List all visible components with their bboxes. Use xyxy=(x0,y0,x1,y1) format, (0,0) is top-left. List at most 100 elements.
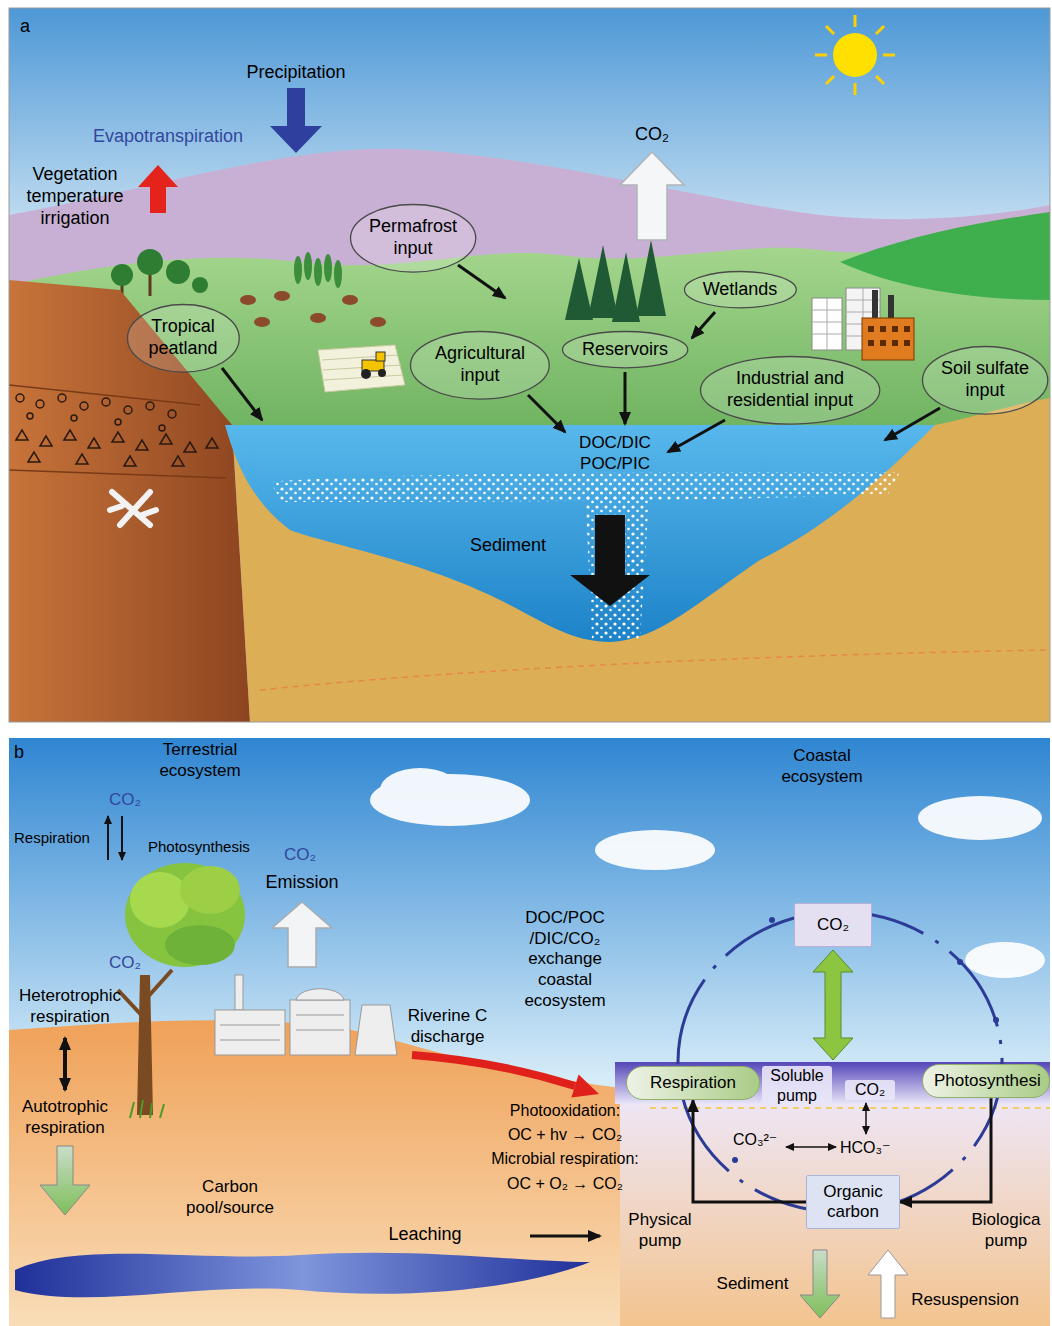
sediment-arrow-b xyxy=(800,1250,840,1318)
tree xyxy=(180,866,240,914)
loop-dots xyxy=(732,1157,738,1163)
sun xyxy=(815,54,827,57)
node-label: Photosynthesi xyxy=(934,1071,1038,1091)
ellipse-outline xyxy=(562,332,687,368)
tractor xyxy=(378,369,386,377)
carbon-cycle-loop xyxy=(678,912,1002,1212)
power-plant xyxy=(296,989,344,1000)
sun xyxy=(854,83,857,95)
panel-b-scene xyxy=(9,738,1050,1326)
rock-layers xyxy=(58,394,66,402)
buildings xyxy=(868,326,910,346)
text-label: CO₃²⁻ xyxy=(733,1130,783,1150)
co2-release-arrow xyxy=(620,152,684,240)
ellipse-outline xyxy=(411,331,550,399)
input-ellipse: Industrial and residential input xyxy=(699,355,881,426)
process-pill: Photosynthesi xyxy=(922,1064,1050,1098)
conifers xyxy=(588,245,618,318)
field xyxy=(322,355,403,380)
ellipse-outline xyxy=(700,356,879,424)
text-label: Sediment xyxy=(705,1274,800,1295)
node-label: Respiration xyxy=(638,1073,748,1093)
process-pill: Respiration xyxy=(626,1066,760,1100)
text-label: DOC/DIC POC/PIC xyxy=(555,433,675,474)
rock-layers xyxy=(16,430,28,440)
sea-surface xyxy=(615,1062,1050,1104)
sun xyxy=(883,54,895,57)
conifers xyxy=(612,252,640,322)
text-label: Microbial respiration: xyxy=(460,1149,670,1169)
text-label: OC + O₂ → CO₂ xyxy=(470,1174,660,1194)
tree xyxy=(165,925,235,965)
buildings xyxy=(904,340,910,346)
carbon-pool-arrow xyxy=(40,1146,90,1215)
buildings xyxy=(868,340,874,346)
rock-layers xyxy=(124,456,136,466)
peatland-trees xyxy=(137,249,163,275)
edge-label: Physical pump xyxy=(620,1210,700,1251)
poplars xyxy=(294,252,342,288)
sediment-arrow xyxy=(595,515,625,575)
text-label: Resuspension xyxy=(895,1290,1035,1311)
rock-layers xyxy=(172,456,184,466)
rock-layers xyxy=(9,470,226,478)
lake-water xyxy=(225,425,935,642)
panel-b-scene xyxy=(9,738,1050,1326)
air-sea-exchange-arrow xyxy=(813,950,853,1060)
tree xyxy=(130,872,190,928)
rock-layers xyxy=(40,436,52,446)
text-label: HCO₃⁻ xyxy=(840,1138,900,1158)
bone xyxy=(142,510,156,515)
input-arrows xyxy=(692,312,715,338)
power-plant xyxy=(220,1015,344,1040)
clouds xyxy=(380,768,460,812)
sediment-arrow xyxy=(570,515,650,606)
clouds xyxy=(918,796,1042,840)
tree xyxy=(125,863,245,967)
buildings xyxy=(904,326,910,332)
panel-a-scene xyxy=(9,8,1050,722)
rock-layers xyxy=(146,402,154,410)
text-label: CO₂ xyxy=(272,845,328,866)
conifers xyxy=(565,240,666,322)
text-label: Precipitation xyxy=(226,62,366,84)
power-plant xyxy=(215,1010,285,1055)
rock-layers xyxy=(184,442,196,452)
pump-connector xyxy=(900,1098,991,1202)
poplars xyxy=(314,258,322,286)
input-arrows xyxy=(222,368,262,420)
cows xyxy=(254,317,270,327)
input-ellipse: Reservoirs xyxy=(561,330,689,369)
sun xyxy=(854,15,857,27)
tree xyxy=(118,970,172,1020)
riverine-discharge-arrow xyxy=(412,1055,575,1086)
rock-layers xyxy=(168,410,176,418)
input-arrows xyxy=(624,372,627,424)
node-label: Permafrost input xyxy=(366,216,461,259)
co2-release-arrow xyxy=(620,152,684,240)
text-label: Terrestrial ecosystem xyxy=(130,740,270,781)
rock-layers xyxy=(115,419,121,425)
rock-layers xyxy=(159,425,165,431)
text-label: Heterotrophic respiration xyxy=(5,986,135,1027)
buildings xyxy=(868,326,874,332)
conifers xyxy=(565,258,593,320)
precipitation-arrow xyxy=(270,88,322,153)
text-label: a xyxy=(20,16,44,38)
earth-block xyxy=(9,280,250,722)
power-plant xyxy=(355,1005,397,1055)
green-slope xyxy=(840,212,1050,300)
poplars xyxy=(304,252,312,280)
poplars xyxy=(334,260,342,288)
node-label: Tropical peatland xyxy=(141,316,226,359)
ellipse-outline xyxy=(922,346,1047,414)
input-arrows xyxy=(458,265,505,298)
sediment-column xyxy=(585,482,650,640)
clouds xyxy=(595,830,715,870)
tree-flux-arrows xyxy=(108,816,122,860)
buildings xyxy=(812,298,842,350)
pump-connector xyxy=(693,1100,806,1202)
buildings xyxy=(880,326,886,332)
sun xyxy=(826,76,834,84)
